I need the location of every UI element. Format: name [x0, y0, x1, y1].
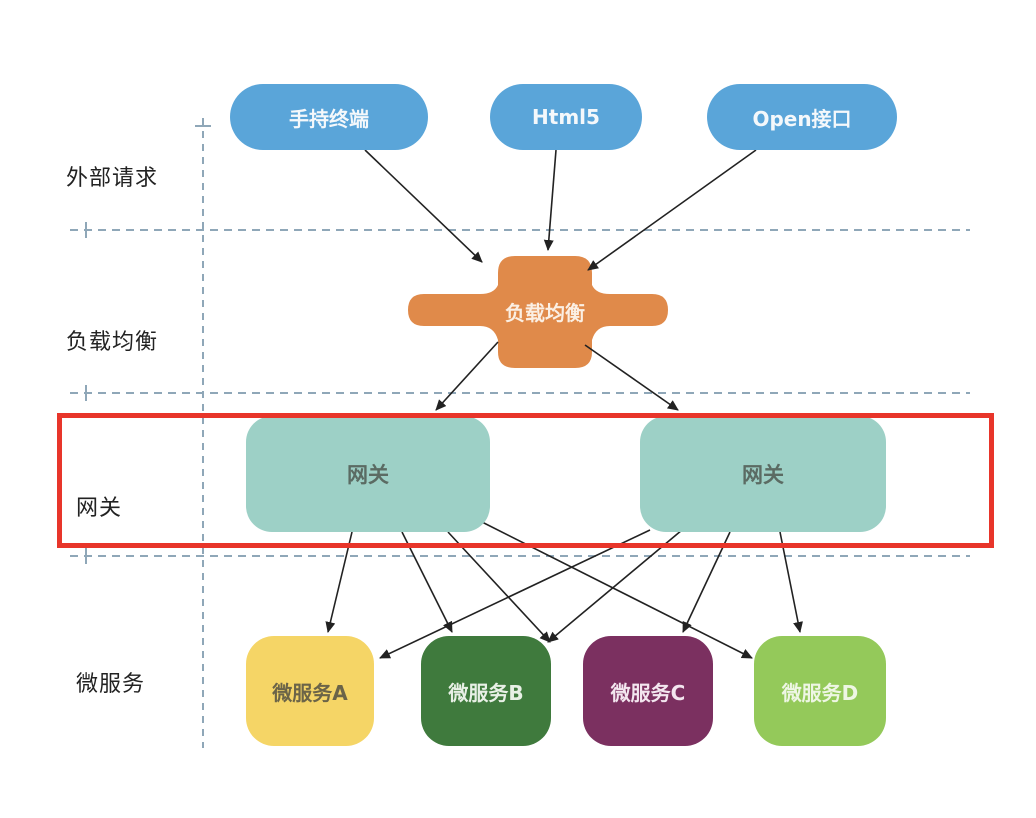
node-html5[interactable]: Html5	[490, 84, 642, 150]
microservice-b[interactable]: 微服务B	[421, 636, 551, 746]
gateway-highlight-box	[57, 413, 994, 548]
lane-label-external: 外部请求	[66, 166, 159, 191]
lane-label-microservices: 微服务	[76, 672, 146, 697]
node-handheld-terminal[interactable]: 手持终端	[230, 84, 428, 150]
microservice-a[interactable]: 微服务A	[246, 636, 374, 746]
gateway-node-2[interactable]: 网关	[640, 416, 886, 532]
node-open-api[interactable]: Open接口	[707, 84, 897, 150]
connection-arrows	[325, 149, 803, 659]
load-balancer-label: 负载均衡	[505, 300, 585, 325]
load-balancer-shape[interactable]	[408, 256, 668, 368]
lane-divider-1	[70, 222, 970, 238]
lane-divider-2	[70, 385, 970, 401]
microservice-c[interactable]: 微服务C	[583, 636, 713, 746]
arrow-gw2-to-a	[379, 529, 651, 659]
arrow-gw2-to-c	[682, 531, 731, 633]
lane-divider-3	[70, 548, 970, 564]
arrow-handheld-to-lb	[364, 149, 483, 263]
arrow-gw1-to-a	[325, 531, 353, 633]
arrow-lb-to-gw1	[435, 341, 499, 411]
arrow-html5-to-lb	[543, 149, 557, 251]
arrow-gw1-to-b	[401, 531, 453, 633]
gateway-node-1[interactable]: 网关	[246, 416, 490, 532]
arrow-lb-to-gw2	[584, 344, 679, 411]
arrow-gw1-to-c	[447, 531, 551, 643]
microservice-d[interactable]: 微服务D	[754, 636, 886, 746]
lane-label-gateway: 网关	[76, 496, 123, 521]
arrow-open-to-lb	[587, 149, 757, 271]
arrow-gw2-to-d	[779, 531, 803, 633]
lane-label-load-balancing: 负载均衡	[66, 330, 159, 355]
arrow-gw2-to-b	[547, 529, 683, 643]
